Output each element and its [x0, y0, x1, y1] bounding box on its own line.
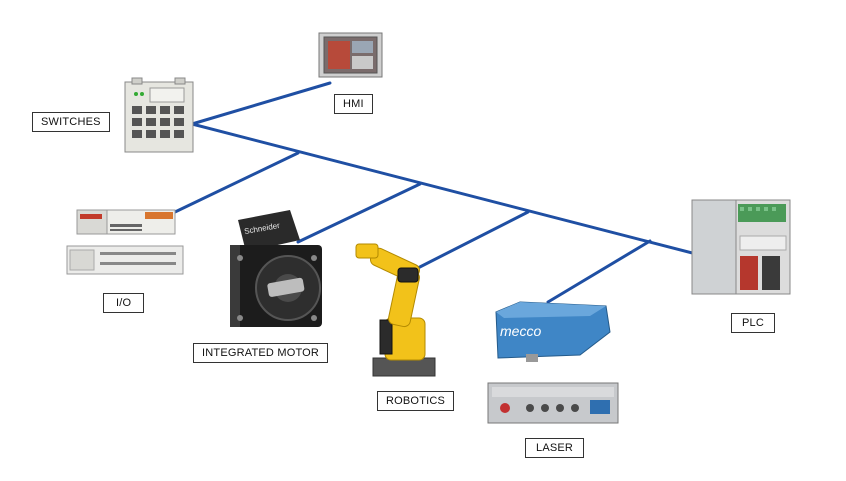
- switch-device: [124, 77, 194, 153]
- label-switches: SWITCHES: [32, 112, 110, 132]
- label-laser: LASER: [525, 438, 585, 458]
- label-io: I/O: [103, 293, 145, 313]
- motor-link: [296, 182, 422, 244]
- network-lines: [173, 81, 702, 304]
- hmi-device: [318, 32, 383, 78]
- label-plc: PLC: [731, 313, 775, 333]
- laser-head-device: mecco: [495, 301, 611, 362]
- label-integrated-motor: INTEGRATED MOTOR: [193, 343, 329, 363]
- laser-brand-text: mecco: [500, 323, 541, 339]
- label-hmi: HMI: [334, 94, 373, 114]
- laser-controller-device: [487, 382, 619, 424]
- io-link: [173, 151, 300, 214]
- hmi-link: [190, 81, 332, 126]
- robot-link: [408, 210, 530, 274]
- trunk-line: [190, 122, 702, 257]
- io-devices: [66, 209, 184, 275]
- robot-device: [355, 243, 436, 377]
- plc-device: [691, 199, 791, 295]
- laser-link: [546, 239, 652, 304]
- integrated-motor-device: [230, 210, 322, 327]
- label-robotics: ROBOTICS: [377, 391, 455, 411]
